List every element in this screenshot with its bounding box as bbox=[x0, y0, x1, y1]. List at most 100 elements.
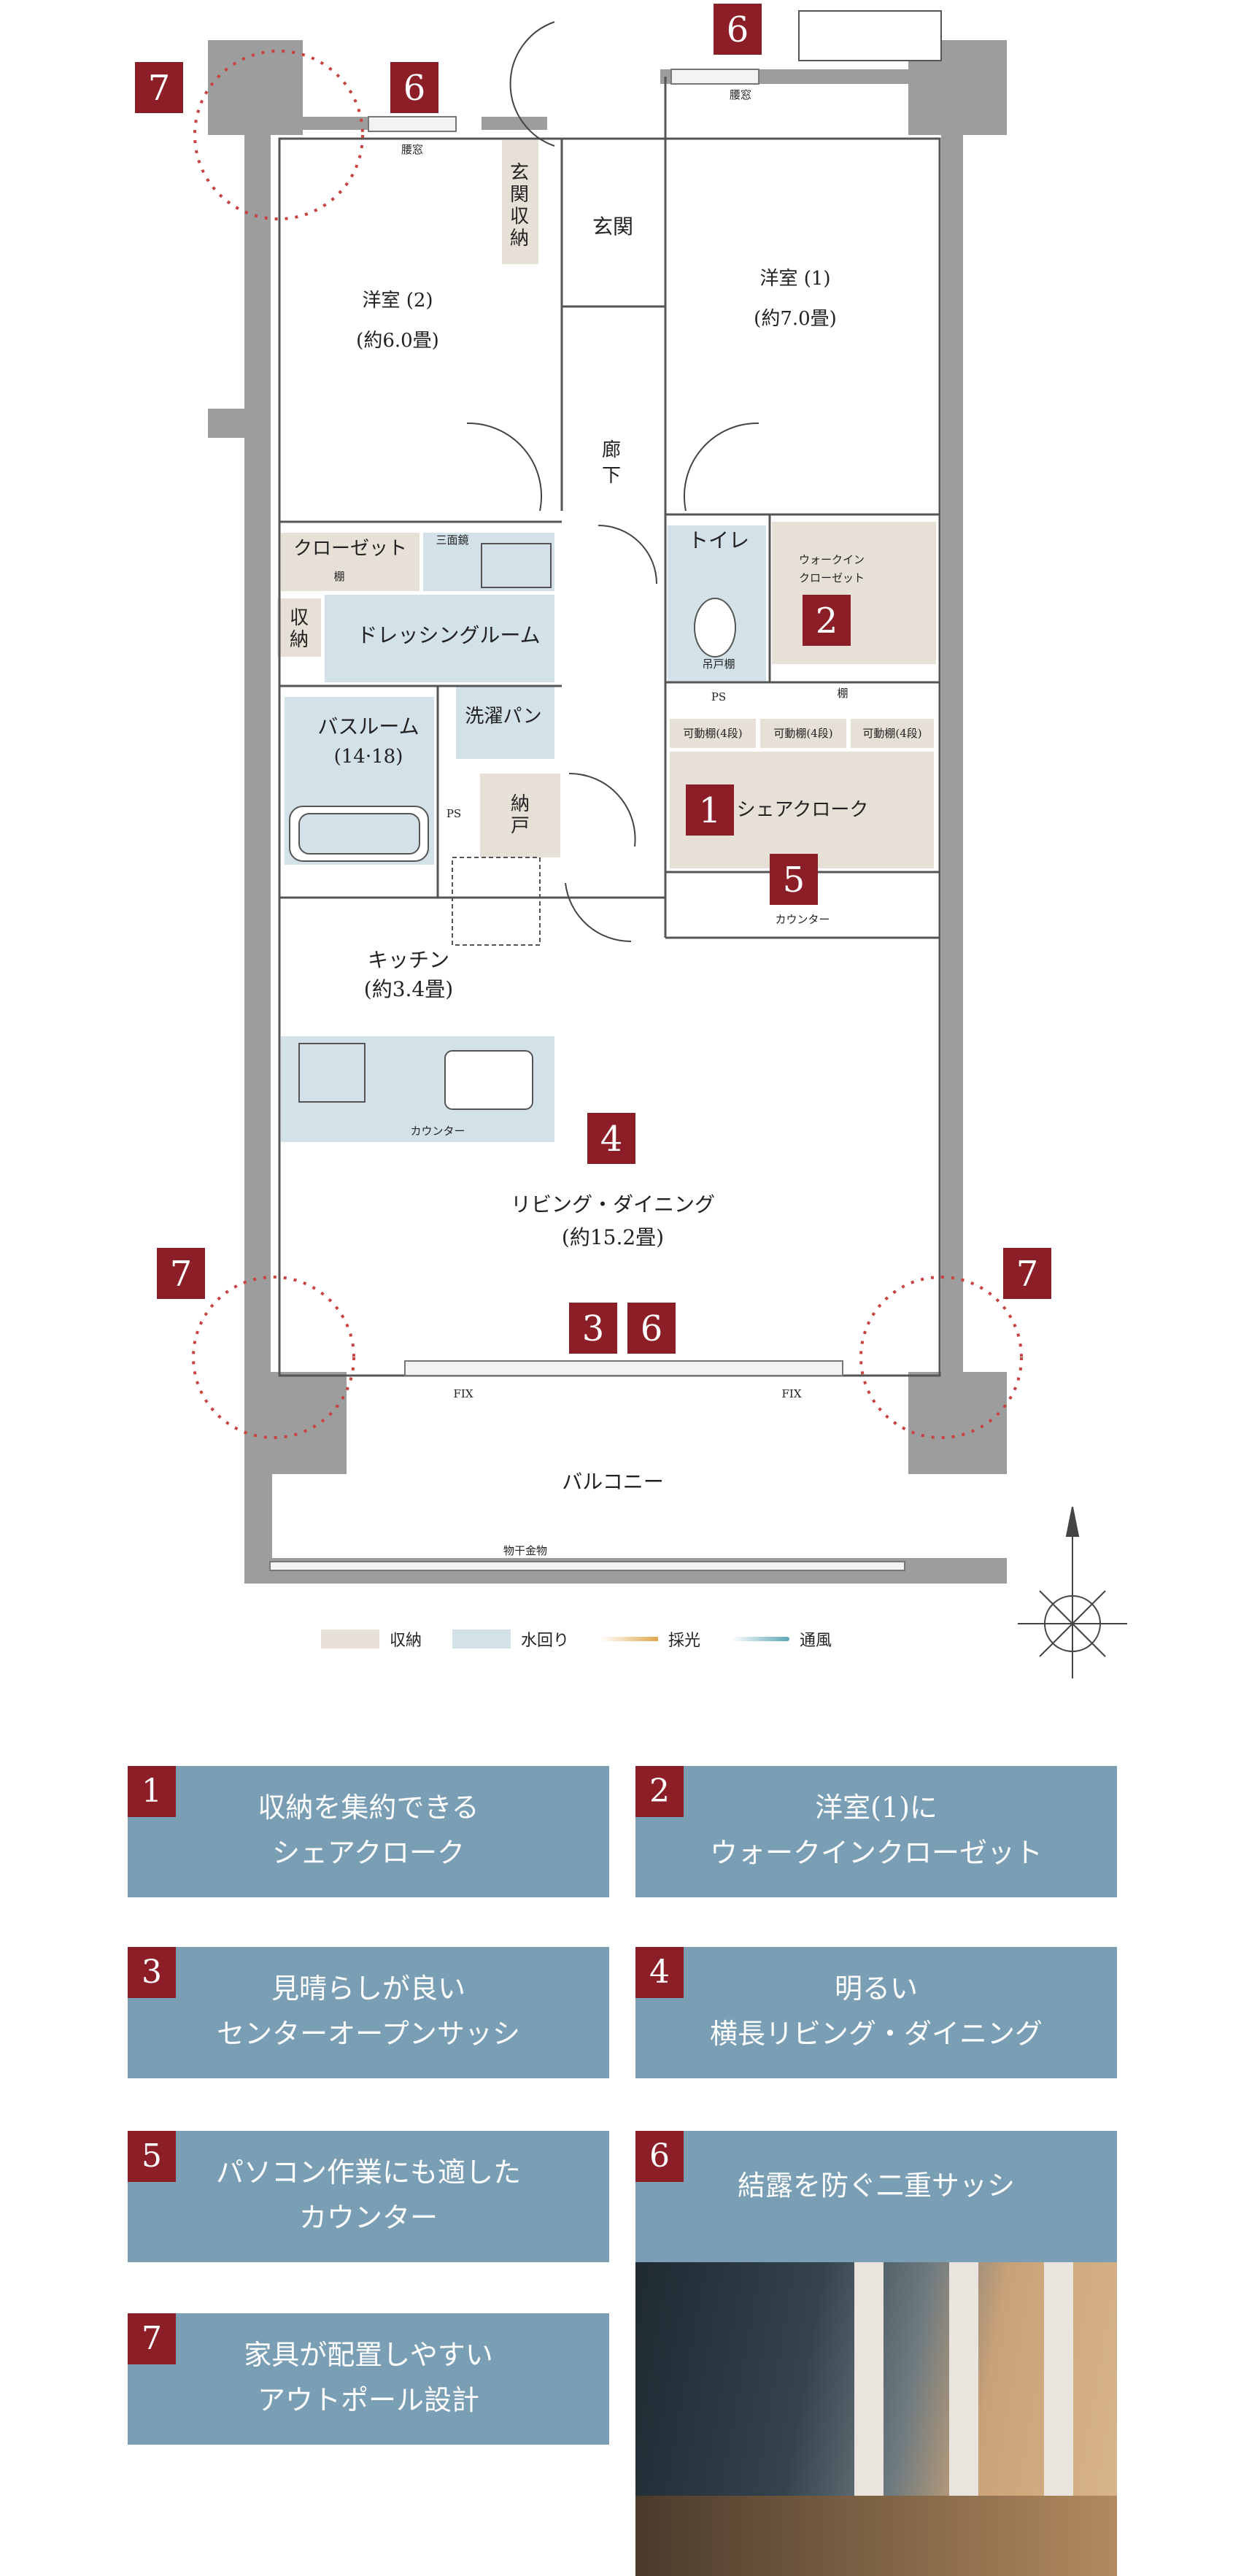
movable-shelf-1: 可動棚(4段) bbox=[683, 727, 742, 740]
outpole-circles bbox=[192, 50, 1023, 1439]
feature-4-badge: 4 bbox=[635, 1947, 684, 1998]
feature-6-badge: 6 bbox=[635, 2131, 684, 2182]
feature-1: 1 収納を集約できる シェアクローク bbox=[128, 1766, 609, 1897]
legend-storage-label: 収納 bbox=[390, 1632, 422, 1650]
mb-box bbox=[798, 10, 942, 61]
entrance-storage-2: 関 bbox=[510, 184, 529, 206]
room-living: リビング・ダイニング bbox=[511, 1192, 715, 1216]
feature-6-text: 結露を防ぐ二重サッシ bbox=[737, 2170, 1015, 2202]
room-western2-size: (約6.0畳) bbox=[356, 330, 439, 352]
drying-hardware: 物干金物 bbox=[503, 1544, 547, 1557]
room-balcony: バルコニー bbox=[562, 1470, 663, 1494]
legend: 収納 水回り 採光 通風 bbox=[321, 1627, 832, 1651]
feature-1-badge: 1 bbox=[128, 1766, 176, 1817]
waist-window-right: 腰窓 bbox=[730, 88, 751, 101]
floor-plan: 洋室 (2) (約6.0畳) 洋室 (1) (約7.0畳) 玄関 玄 関 収 納… bbox=[135, 4, 1127, 1678]
markers: 7 6 6 2 1 5 4 3 6 7 7 bbox=[135, 4, 1051, 1354]
room-living-size: (約15.2畳) bbox=[562, 1225, 664, 1249]
storage-2: 納 bbox=[290, 629, 309, 651]
waist-window-left: 腰窓 bbox=[401, 143, 423, 156]
legend-light-icon bbox=[600, 1637, 659, 1641]
pantry-1: 納 bbox=[511, 793, 530, 815]
legend-water: 水回り bbox=[452, 1627, 569, 1651]
marker-6-top: 6 bbox=[727, 9, 749, 50]
feature-4-text: 明るい 横長リビング・ダイニング bbox=[709, 1973, 1043, 2050]
marker-2: 2 bbox=[816, 601, 838, 641]
counter-kitchen: カウンター bbox=[410, 1125, 465, 1138]
entrance-storage-4: 納 bbox=[510, 228, 529, 250]
marker-6-bottom: 6 bbox=[641, 1308, 663, 1349]
entrance-storage-1: 玄 bbox=[510, 162, 529, 184]
legend-storage: 収納 bbox=[321, 1627, 422, 1651]
feature-6: 6 結露を防ぐ二重サッシ bbox=[635, 2131, 1117, 2262]
legend-light-label: 採光 bbox=[668, 1632, 701, 1650]
laundry-pan: 洗濯パン bbox=[465, 706, 541, 728]
fixtures bbox=[289, 543, 736, 1110]
ps-lower: PS bbox=[446, 807, 461, 820]
room-western1-size: (約7.0畳) bbox=[754, 308, 837, 330]
hall-1: 廊 bbox=[602, 439, 621, 461]
marker-3: 3 bbox=[582, 1308, 605, 1349]
room-western1: 洋室 (1) bbox=[759, 268, 830, 290]
room-labels: 洋室 (2) (約6.0畳) 洋室 (1) (約7.0畳) 玄関 玄 関 収 納… bbox=[290, 27, 922, 1557]
feature-5: 5 パソコン作業にも適した カウンター bbox=[128, 2131, 609, 2262]
walkin-shelf: 棚 bbox=[837, 687, 848, 700]
feature-5-text: パソコン作業にも適した カウンター bbox=[215, 2156, 521, 2234]
entrance-storage-3: 収 bbox=[510, 206, 529, 228]
marker-6-left: 6 bbox=[403, 68, 426, 109]
marker-7-bottomright: 7 bbox=[1016, 1254, 1039, 1295]
feature-1-text: 収納を集約できる シェアクローク bbox=[258, 1792, 479, 1869]
room-bath-size: (14·18) bbox=[334, 746, 403, 768]
walkin-2: クローゼット bbox=[799, 571, 865, 585]
feature-3: 3 見晴らしが良い センターオープンサッシ bbox=[128, 1947, 609, 2078]
marker-5: 5 bbox=[783, 860, 805, 901]
room-dressing: ドレッシングルーム bbox=[357, 623, 540, 647]
legend-water-label: 水回り bbox=[521, 1632, 570, 1650]
ps-upper: PS bbox=[711, 690, 726, 703]
toilet-cabinet: 吊戸棚 bbox=[702, 658, 735, 671]
legend-light: 採光 bbox=[600, 1627, 700, 1651]
feature-2: 2 洋室(1)に ウォークインクローゼット bbox=[635, 1766, 1117, 1897]
movable-shelf-3: 可動棚(4段) bbox=[862, 727, 921, 740]
room-toilet: トイレ bbox=[688, 528, 749, 552]
windows bbox=[269, 69, 905, 1571]
walkin-1: ウォークイン bbox=[799, 553, 865, 566]
room-kitchen-size: (約3.4畳) bbox=[364, 977, 453, 1001]
marker-7-topleft: 7 bbox=[148, 68, 171, 109]
fix-right: FIX bbox=[781, 1387, 801, 1400]
feature-2-text: 洋室(1)に ウォークインクローゼット bbox=[709, 1792, 1043, 1869]
closet-shelf: 棚 bbox=[333, 570, 344, 583]
legend-wind-label: 通風 bbox=[800, 1632, 832, 1650]
feature-4: 4 明るい 横長リビング・ダイニング bbox=[635, 1947, 1117, 2078]
feature-3-text: 見晴らしが良い センターオープンサッシ bbox=[217, 1973, 520, 2050]
room-kitchen: キッチン bbox=[368, 948, 449, 972]
doors bbox=[466, 21, 759, 943]
legend-water-swatch bbox=[452, 1630, 511, 1648]
room-entrance: 玄関 bbox=[592, 215, 633, 239]
legend-storage-swatch bbox=[321, 1630, 379, 1648]
marker-4: 4 bbox=[600, 1119, 623, 1160]
triple-mirror: 三面鏡 bbox=[436, 533, 468, 547]
marker-1: 1 bbox=[699, 790, 722, 831]
feature-7-text: 家具が配置しやすい アウトポール設計 bbox=[244, 2339, 493, 2416]
marker-7-bottomleft: 7 bbox=[170, 1254, 193, 1295]
feature-3-badge: 3 bbox=[128, 1947, 176, 1998]
feature-7-badge: 7 bbox=[128, 2313, 176, 2364]
storage-1: 収 bbox=[290, 607, 309, 629]
legend-wind-icon bbox=[731, 1637, 790, 1641]
compass-icon bbox=[1018, 1506, 1127, 1678]
room-western2: 洋室 (2) bbox=[362, 290, 433, 312]
fix-left: FIX bbox=[453, 1387, 473, 1400]
feature-7: 7 家具が配置しやすい アウトポール設計 bbox=[128, 2313, 609, 2445]
room-bath: バスルーム bbox=[317, 714, 419, 739]
movable-shelf-2: 可動棚(4段) bbox=[773, 727, 832, 740]
floor bbox=[635, 2496, 1117, 2576]
counter-upper: カウンター bbox=[775, 913, 830, 926]
feature-5-badge: 5 bbox=[128, 2131, 176, 2182]
feature-2-badge: 2 bbox=[635, 1766, 684, 1817]
pantry-2: 戸 bbox=[511, 815, 530, 837]
double-sash-photo bbox=[635, 2262, 1117, 2576]
share-cloak: シェアクローク bbox=[737, 799, 869, 821]
closet: クローゼット bbox=[293, 538, 407, 560]
hall-2: 下 bbox=[602, 465, 621, 487]
